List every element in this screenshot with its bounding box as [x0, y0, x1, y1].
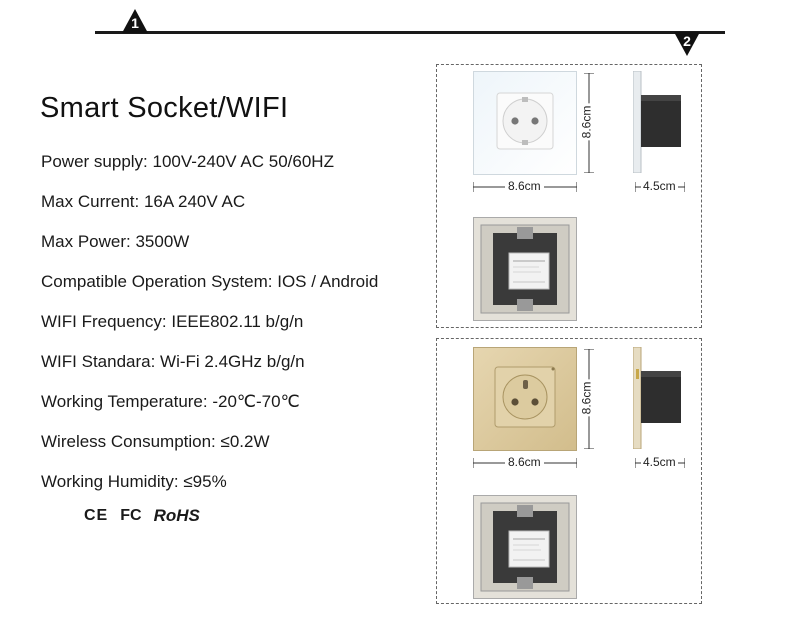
- step-marker-2: 2: [674, 32, 700, 58]
- white-height-label: 8.6cm: [579, 103, 594, 141]
- white-socket-front-image: [473, 71, 577, 175]
- gold-depth-label: 4.5cm: [641, 455, 678, 469]
- gold-socket-panel: 8.6cm 8.6cm 4.5cm: [436, 338, 702, 604]
- rohs-mark-icon: RoHS: [153, 506, 200, 525]
- step-marker-1-number: 1: [131, 15, 139, 31]
- triangle-down-icon: [674, 32, 700, 56]
- white-socket-back-image: [473, 217, 577, 321]
- white-socket-panel: 8.6cm 8.6cm 4.5cm: [436, 64, 702, 328]
- white-socket-side-image: [633, 71, 681, 173]
- white-width-label: 8.6cm: [505, 179, 544, 193]
- spec-max-power: Max Power: 3500W: [41, 232, 190, 251]
- gold-width-label: 8.6cm: [505, 455, 544, 469]
- gold-socket-back-image: [473, 495, 577, 599]
- spec-wifi-frequency: WIFI Frequency: IEEE802.11 b/g/n: [41, 312, 304, 331]
- gold-height-label: 8.6cm: [579, 379, 594, 417]
- step-marker-1: 1: [122, 9, 148, 35]
- spec-max-current: Max Current: 16A 240V AC: [41, 192, 246, 211]
- spec-working-temperature: Working Temperature: -20℃-70℃: [41, 392, 300, 411]
- spec-wireless-consumption: Wireless Consumption: ≤0.2W: [41, 432, 270, 451]
- certification-logos: CE FC RoHS: [84, 506, 200, 526]
- triangle-up-icon: [122, 9, 148, 33]
- fc-mark-icon: FC: [120, 507, 142, 524]
- spec-power-supply: Power supply: 100V-240V AC 50/60HZ: [41, 152, 334, 171]
- page-title: Smart Socket/WIFI: [40, 92, 289, 124]
- spec-wifi-standard: WIFI Standara: Wi-Fi 2.4GHz b/g/n: [41, 352, 305, 371]
- top-divider-line: [95, 31, 725, 34]
- gold-socket-front-image: [473, 347, 577, 451]
- spec-operation-system: Compatible Operation System: IOS / Andro…: [41, 272, 379, 291]
- step-marker-2-number: 2: [683, 33, 691, 49]
- spec-working-humidity: Working Humidity: ≤95%: [41, 472, 227, 491]
- gold-socket-side-image: [633, 347, 681, 449]
- ce-mark-icon: CE: [84, 507, 109, 524]
- white-depth-label: 4.5cm: [641, 179, 678, 193]
